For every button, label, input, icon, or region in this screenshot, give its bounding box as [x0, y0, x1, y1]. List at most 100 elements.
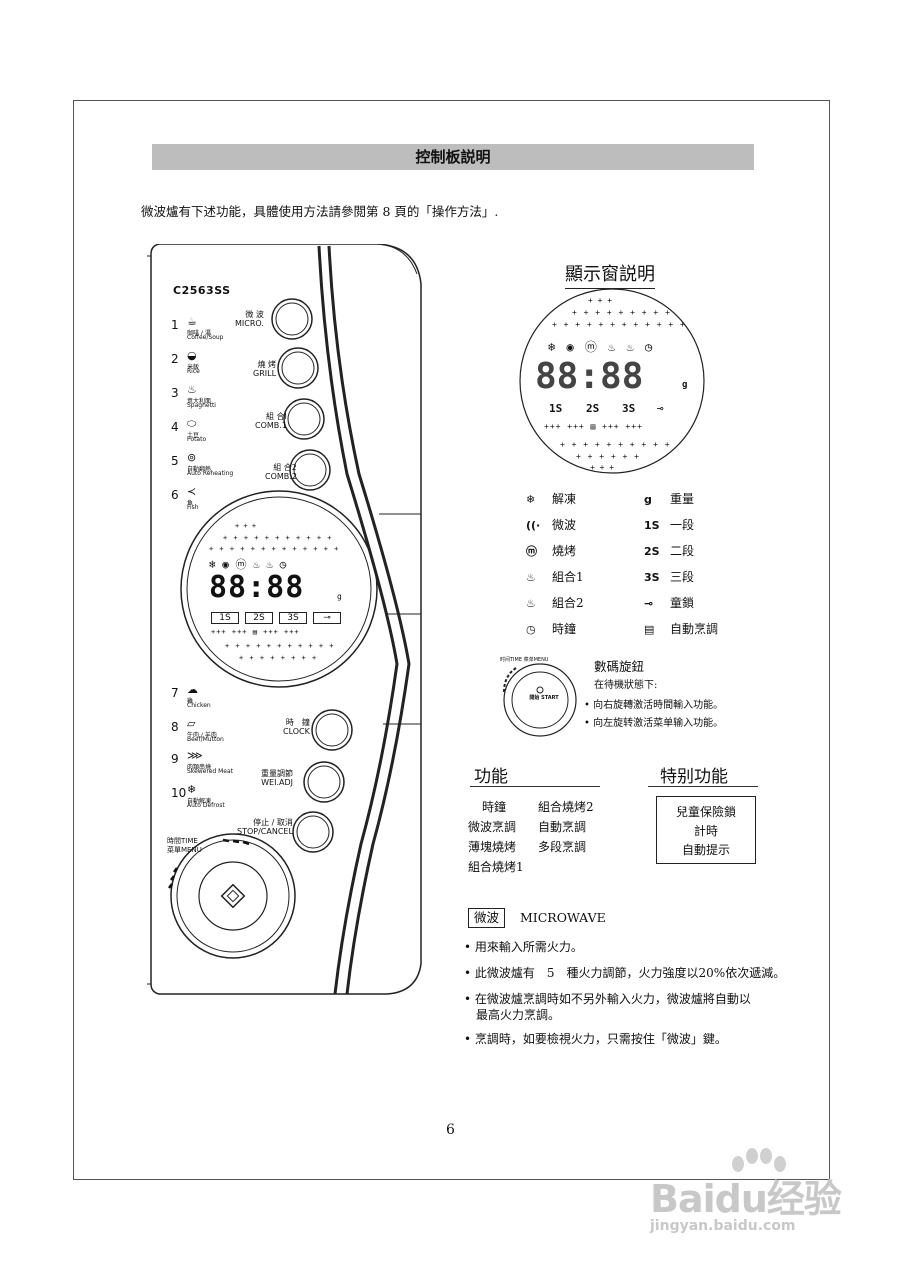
btn-zh: 燒 烤 — [257, 360, 277, 369]
menu-item-number: 8 — [171, 720, 179, 734]
menu-item-en: Potato — [187, 436, 207, 443]
lcd-dot-row: + + + + + + + + + + + — [225, 642, 335, 650]
knob-en: 菜單MENU — [167, 846, 202, 854]
microwave-note: • 用來輸入所需火力。 — [464, 940, 583, 954]
lcd-stage-1: 1S — [211, 612, 239, 624]
btn-en: COMB.1 — [255, 421, 287, 430]
rice-bowl-icon: ◒ — [187, 349, 197, 362]
btn-en: COMB.2 — [265, 472, 297, 481]
btn-zh: 停止 / 取消 — [253, 818, 293, 827]
reheat-icon: ⊚ — [187, 451, 197, 464]
menu-item-en: Auto Defrost — [187, 802, 225, 809]
knob-section-title: 數碼旋鈕 — [594, 659, 645, 674]
btn-en: GRILL — [253, 369, 277, 378]
beef-icon: ▱ — [187, 717, 196, 730]
display-screen-circle — [519, 288, 705, 474]
potato-icon: ⬭ — [187, 417, 197, 430]
special-item: 自動提示 — [681, 843, 730, 857]
screen-digits: 88:88 — [535, 356, 644, 397]
chicken-icon: ☁ — [187, 683, 198, 696]
grill-icon: ⓜ — [526, 545, 537, 558]
defrost-icon: ❄ — [187, 783, 197, 796]
menu-item-zh: 自動解凍 — [187, 798, 212, 805]
control-panel: C2563SS 1 ☕ 咖啡 / 湯 Coffee/Soup 2 ◒ 米飯 Ri… — [147, 244, 433, 996]
menu-item-zh: 肉類串燒 — [187, 764, 212, 771]
weight-icon: g — [644, 493, 652, 506]
screen-mode-icons: ❄ ◉ ⓜ ♨ ♨ ◷ — [548, 340, 655, 354]
knob-bullet-text: 向左旋转激活菜单输入功能。 — [593, 718, 724, 729]
knob-start-label[interactable]: 開始 START — [529, 695, 559, 701]
menu-item-zh: 自動翻熱 — [187, 466, 212, 473]
screen-stage-3: 3S — [622, 402, 636, 415]
function-item: 組合燒烤2 — [538, 800, 594, 814]
menu-item-zh: 土豆 — [187, 432, 200, 439]
function-item: 多段烹調 — [538, 840, 587, 854]
btn-zh: 時 鐘 — [285, 718, 310, 727]
screen-dot-row: + + + — [590, 463, 615, 472]
screen-dot-row: + + + — [588, 296, 613, 305]
knob-section-subtitle: 在待機狀態下: — [594, 680, 658, 691]
functions-title: 功能 — [474, 767, 508, 787]
watermark-url: jingyan.baidu.com — [650, 1218, 796, 1234]
special-title: 特别功能 — [660, 767, 728, 787]
model-number: C2563SS — [173, 284, 231, 297]
menu-item-en: Spaghetti — [187, 402, 216, 409]
knob-bullet: • 向右旋轉激活時間輸入功能。 — [584, 700, 724, 711]
clock-icon: ◷ — [526, 623, 536, 636]
coffee-cup-icon: ☕ — [187, 315, 197, 328]
page-frame — [73, 100, 830, 1180]
child-lock-icon: ⊸ — [644, 597, 654, 610]
functions-underline — [470, 786, 600, 787]
screen-unit: g — [682, 380, 688, 390]
legend-label: 解凍 — [552, 492, 577, 506]
legend-row: ♨組合2 — [526, 594, 584, 611]
btn-zh: 微 波 — [245, 310, 264, 319]
menu-item-zh: 米飯 — [187, 364, 200, 371]
legend-label: 一段 — [670, 518, 695, 532]
function-item: 自動烹調 — [538, 820, 587, 834]
menu-item-en: Rice — [187, 368, 200, 375]
menu-item-en: Chicken — [187, 702, 211, 709]
legend-row: ♨組合1 — [526, 568, 584, 585]
screen-dot-row: + + + + + + + + + + + + — [552, 320, 686, 329]
watermark: Baidu经验 jingyan.baidu.com — [644, 1146, 844, 1246]
microwave-wave-icon: ((· — [526, 519, 541, 532]
special-item: 兒童保險鎖 — [675, 805, 736, 819]
special-functions-box: 兒童保險鎖 計時 自動提示 — [656, 796, 756, 864]
dial-knob-diagram — [503, 663, 577, 737]
microwave-note: • 在微波爐烹調時如不另外輸入火力，微波爐將自動以 — [464, 992, 751, 1006]
btn-zh: 組 合Ⅰ — [266, 412, 287, 421]
menu-item-en: Beef/Mutton — [187, 736, 224, 743]
auto-cook-icon: ▤ — [644, 623, 655, 636]
menu-item-number: 5 — [171, 454, 179, 468]
btn-en: CLOCK — [283, 727, 310, 736]
screen-dot-row: +++ +++ ▤ +++ +++ — [544, 422, 643, 431]
skewer-icon: ⋙ — [187, 749, 203, 762]
intro-text: 微波爐有下述功能，具體使用方法請參閲第 8 頁的「操作方法」. — [141, 204, 499, 219]
menu-item-number: 7 — [171, 686, 179, 700]
menu-item-number: 2 — [171, 352, 179, 366]
microwave-note: 最高火力烹調。 — [464, 1008, 561, 1022]
panel-drawing — [147, 244, 422, 995]
screen-dot-row: + + + + + + + + + — [572, 308, 671, 317]
menu-item-zh: 牛肉 / 羊肉 — [187, 732, 217, 739]
microwave-note: • 烹調時，如要檢視火力，只需按住「微波」鍵。 — [464, 1032, 727, 1046]
lcd-stage-3: 3S — [279, 612, 307, 624]
lcd-dot-row: + + + + + + + + + + + + + — [209, 545, 340, 553]
btn-en: STOP/CANCEL — [237, 827, 293, 836]
lcd-dot-row: + + + + + + + + + + + — [223, 534, 333, 542]
screen-stage-2: 2S — [586, 402, 600, 415]
microwave-note: • 此微波爐有 5 種火力調節，火力強度以20%依次遞減。 — [464, 966, 786, 980]
btn-en: WEI.ADJ — [261, 778, 293, 787]
spaghetti-icon: ♨ — [187, 383, 197, 396]
